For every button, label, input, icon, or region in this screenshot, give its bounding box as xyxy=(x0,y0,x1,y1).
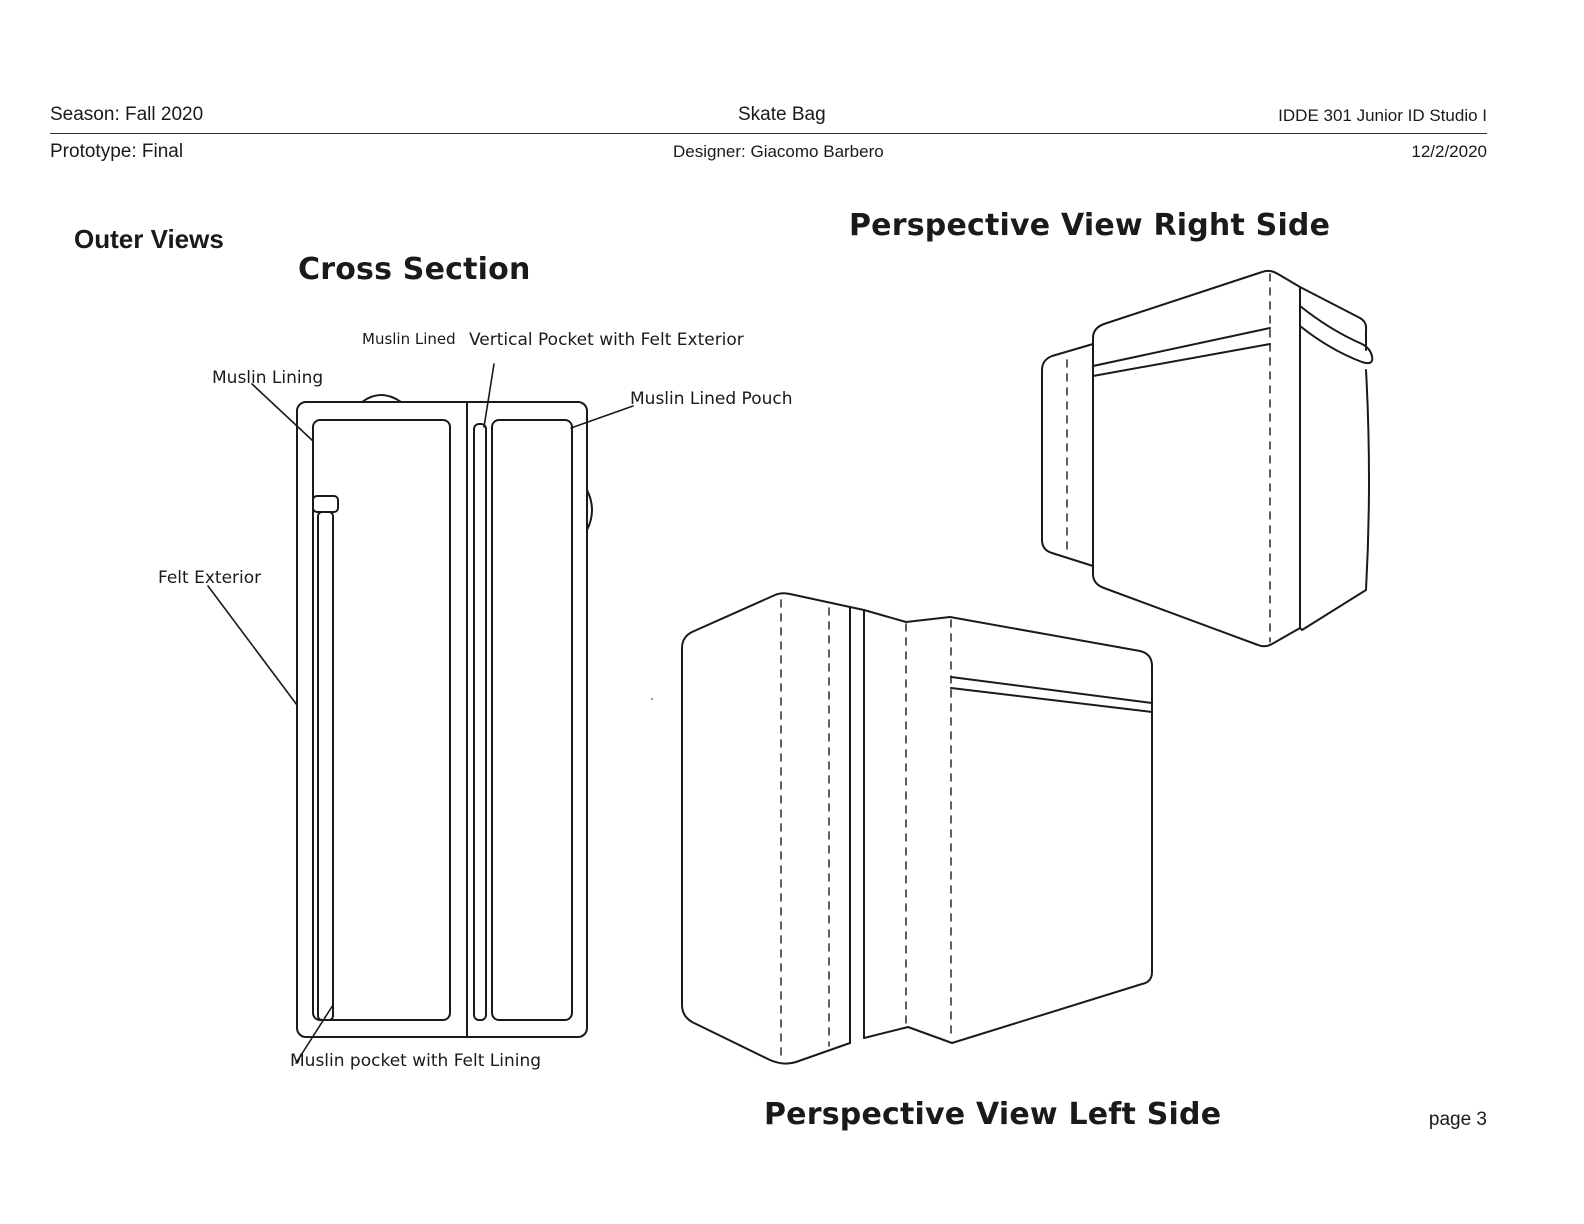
date-label: 12/2/2020 xyxy=(1411,142,1487,161)
designer-label: Designer: Giacomo Barbero xyxy=(673,142,884,161)
muslin-pocket xyxy=(317,511,334,1021)
perspective-left-drawing xyxy=(681,592,1153,1065)
right-view-top-edge xyxy=(1092,269,1368,351)
right-view-zipper-1 xyxy=(1092,327,1271,367)
page-number: page 3 xyxy=(1428,1109,1487,1130)
cross-section-drawing xyxy=(207,363,634,1064)
left-view-zipper-1 xyxy=(950,676,1153,704)
left-view-zipper-2 xyxy=(950,687,1153,713)
right-view-front-face xyxy=(1092,337,1301,648)
vertical-pocket xyxy=(473,423,487,1021)
right-view-zipper-2 xyxy=(1092,343,1271,377)
right-view-side-pocket xyxy=(1041,343,1094,567)
left-view-right-face xyxy=(849,606,1153,1044)
felt-exterior-shell xyxy=(296,401,588,1038)
top-handle xyxy=(361,394,402,403)
leader-muslin-pocket xyxy=(295,1004,334,1064)
project-title: Skate Bag xyxy=(738,104,826,125)
prototype-label: Prototype: Final xyxy=(50,141,184,162)
right-view-handle xyxy=(1299,305,1374,365)
cross-section-title: Cross Section xyxy=(298,252,531,287)
season-label: Season: Fall 2020 xyxy=(50,104,204,125)
stray-mark xyxy=(651,698,653,700)
callout-muslin-lined-pouch: Muslin Lined Pouch xyxy=(630,389,793,409)
callout-muslin-lined: Muslin Lined xyxy=(362,330,456,348)
course-label: IDDE 301 Junior ID Studio I xyxy=(1278,106,1487,125)
perspective-left-title: Perspective View Left Side xyxy=(764,1097,1222,1132)
leader-muslin-pouch xyxy=(570,405,634,429)
outer-views-heading: Outer Views xyxy=(74,224,224,254)
callout-muslin-lining: Muslin Lining xyxy=(212,368,324,388)
callout-muslin-pocket: Muslin pocket with Felt Lining xyxy=(290,1051,542,1071)
callout-vertical-pocket: Vertical Pocket with Felt Exterior xyxy=(469,330,744,350)
left-view-left-face xyxy=(681,592,851,1065)
leader-vertical-pocket xyxy=(483,363,495,428)
muslin-lined-pouch xyxy=(491,419,573,1021)
leader-muslin-lining xyxy=(251,383,314,442)
perspective-right-title: Perspective View Right Side xyxy=(849,208,1331,243)
leader-felt-exterior xyxy=(207,585,298,706)
callout-felt-exterior: Felt Exterior xyxy=(158,568,262,588)
header-divider xyxy=(50,133,1487,134)
perspective-right-drawing xyxy=(1041,269,1374,648)
side-handle xyxy=(586,489,593,531)
right-view-right-edge xyxy=(1299,369,1370,631)
muslin-pocket-cap xyxy=(312,495,339,513)
muslin-lining-compartment xyxy=(312,419,451,1021)
